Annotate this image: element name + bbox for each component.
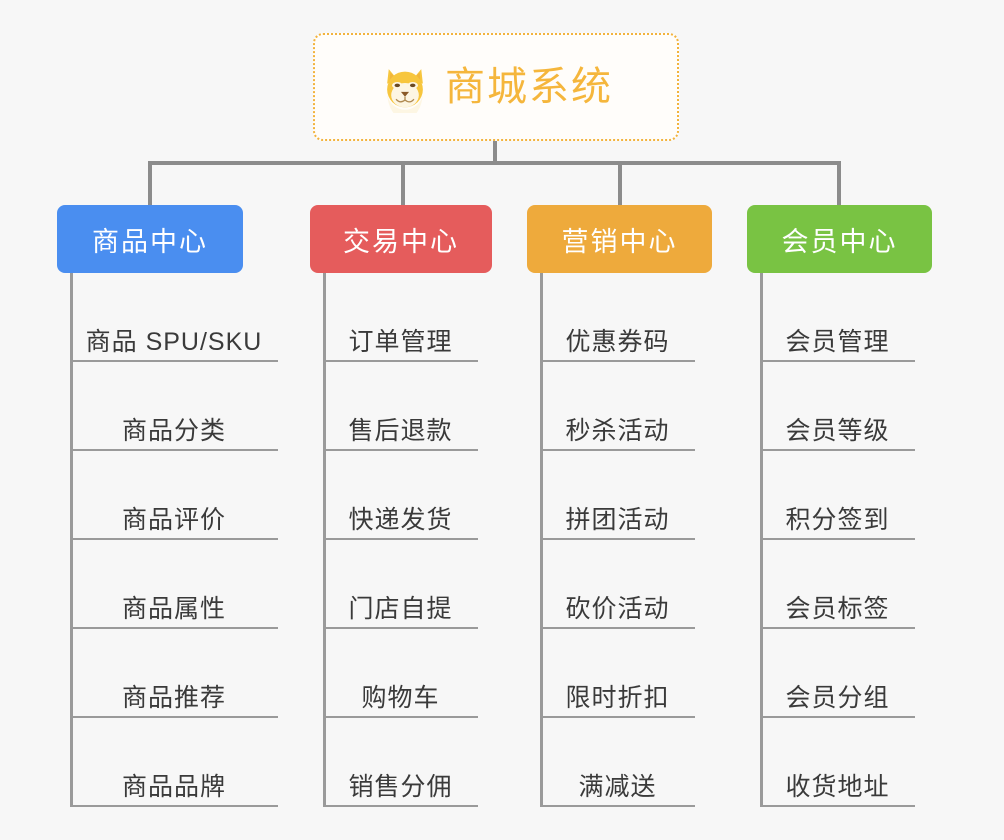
category-title: 营销中心 xyxy=(561,226,678,257)
category-title: 商品中心 xyxy=(92,226,208,257)
leaf-spine-2 xyxy=(540,273,543,807)
leaf-item[interactable]: 商品品牌 xyxy=(70,718,278,807)
leaf-label: 商品 SPU/SKU xyxy=(85,327,263,356)
category-column-2: 营销中心 优惠券码 秒杀活动 拼团活动 砍价活动 限时折扣 满减送 xyxy=(527,205,727,807)
leaf-item[interactable]: 拼团活动 xyxy=(540,451,695,540)
leaf-label: 购物车 xyxy=(361,683,440,712)
leaf-item[interactable]: 会员分组 xyxy=(760,629,915,718)
leaf-list-2: 优惠券码 秒杀活动 拼团活动 砍价活动 限时折扣 满减送 xyxy=(527,273,727,807)
leaf-label: 积分签到 xyxy=(785,505,890,534)
root-title: 商城系统 xyxy=(445,65,613,109)
root-node[interactable]: 商城系统 xyxy=(313,33,679,141)
category-column-1: 交易中心 订单管理 售后退款 快递发货 门店自提 购物车 销售分佣 xyxy=(310,205,510,807)
leaf-item[interactable]: 商品分类 xyxy=(70,362,278,451)
leaf-label: 拼团活动 xyxy=(565,505,670,534)
leaf-label: 门店自提 xyxy=(348,594,453,623)
leaf-label: 会员分组 xyxy=(785,683,890,712)
leaf-item[interactable]: 会员标签 xyxy=(760,540,915,629)
leaf-item[interactable]: 秒杀活动 xyxy=(540,362,695,451)
leaf-label: 快递发货 xyxy=(348,505,453,534)
category-header-0[interactable]: 商品中心 xyxy=(57,205,243,273)
connector-drop-1 xyxy=(401,161,405,205)
leaf-item[interactable]: 售后退款 xyxy=(323,362,478,451)
leaf-item[interactable]: 会员管理 xyxy=(760,273,915,362)
leaf-item[interactable]: 商品 SPU/SKU xyxy=(70,273,278,362)
leaf-label: 砍价活动 xyxy=(565,594,670,623)
leaf-item[interactable]: 满减送 xyxy=(540,718,695,807)
leaf-label: 商品推荐 xyxy=(121,683,226,712)
connector-bus xyxy=(148,161,841,165)
leaf-item[interactable]: 商品推荐 xyxy=(70,629,278,718)
leaf-item[interactable]: 商品评价 xyxy=(70,451,278,540)
leaf-item[interactable]: 会员等级 xyxy=(760,362,915,451)
leaf-label: 商品分类 xyxy=(121,416,226,445)
leaf-label: 满减送 xyxy=(578,772,657,801)
leaf-label: 商品评价 xyxy=(121,505,226,534)
category-header-1[interactable]: 交易中心 xyxy=(310,205,492,273)
category-title: 会员中心 xyxy=(781,226,898,257)
leaf-item[interactable]: 积分签到 xyxy=(760,451,915,540)
leaf-label: 限时折扣 xyxy=(565,683,670,712)
leaf-item[interactable]: 商品属性 xyxy=(70,540,278,629)
leaf-item[interactable]: 砍价活动 xyxy=(540,540,695,629)
leaf-label: 订单管理 xyxy=(348,327,453,356)
leaf-list-1: 订单管理 售后退款 快递发货 门店自提 购物车 销售分佣 xyxy=(310,273,510,807)
leaf-label: 会员管理 xyxy=(785,327,890,356)
category-header-2[interactable]: 营销中心 xyxy=(527,205,712,273)
category-title: 交易中心 xyxy=(343,226,459,257)
shiba-dog-icon xyxy=(387,69,423,113)
connector-drop-0 xyxy=(148,161,152,205)
connector-root-stem xyxy=(493,141,497,164)
leaf-item[interactable]: 限时折扣 xyxy=(540,629,695,718)
leaf-label: 优惠券码 xyxy=(565,327,670,356)
category-column-3: 会员中心 会员管理 会员等级 积分签到 会员标签 会员分组 收货地址 xyxy=(747,205,947,807)
connector-drop-3 xyxy=(837,161,841,205)
leaf-spine-1 xyxy=(323,273,326,807)
leaf-item[interactable]: 门店自提 xyxy=(323,540,478,629)
leaf-item[interactable]: 收货地址 xyxy=(760,718,915,807)
leaf-label: 销售分佣 xyxy=(348,772,453,801)
leaf-label: 商品品牌 xyxy=(121,772,226,801)
leaf-label: 售后退款 xyxy=(348,416,453,445)
leaf-label: 商品属性 xyxy=(121,594,226,623)
leaf-spine-3 xyxy=(760,273,763,807)
leaf-item[interactable]: 购物车 xyxy=(323,629,478,718)
leaf-list-3: 会员管理 会员等级 积分签到 会员标签 会员分组 收货地址 xyxy=(747,273,947,807)
connector-drop-2 xyxy=(618,161,622,205)
leaf-spine-0 xyxy=(70,273,73,807)
leaf-item[interactable]: 销售分佣 xyxy=(323,718,478,807)
leaf-item[interactable]: 优惠券码 xyxy=(540,273,695,362)
category-column-0: 商品中心 商品 SPU/SKU 商品分类 商品评价 商品属性 商品推荐 商品品牌 xyxy=(57,205,287,807)
leaf-label: 会员等级 xyxy=(785,416,890,445)
leaf-label: 收货地址 xyxy=(785,772,890,801)
leaf-item[interactable]: 快递发货 xyxy=(323,451,478,540)
category-header-3[interactable]: 会员中心 xyxy=(747,205,932,273)
leaf-item[interactable]: 订单管理 xyxy=(323,273,478,362)
leaf-label: 秒杀活动 xyxy=(565,416,670,445)
leaf-list-0: 商品 SPU/SKU 商品分类 商品评价 商品属性 商品推荐 商品品牌 xyxy=(57,273,287,807)
leaf-label: 会员标签 xyxy=(785,594,890,623)
